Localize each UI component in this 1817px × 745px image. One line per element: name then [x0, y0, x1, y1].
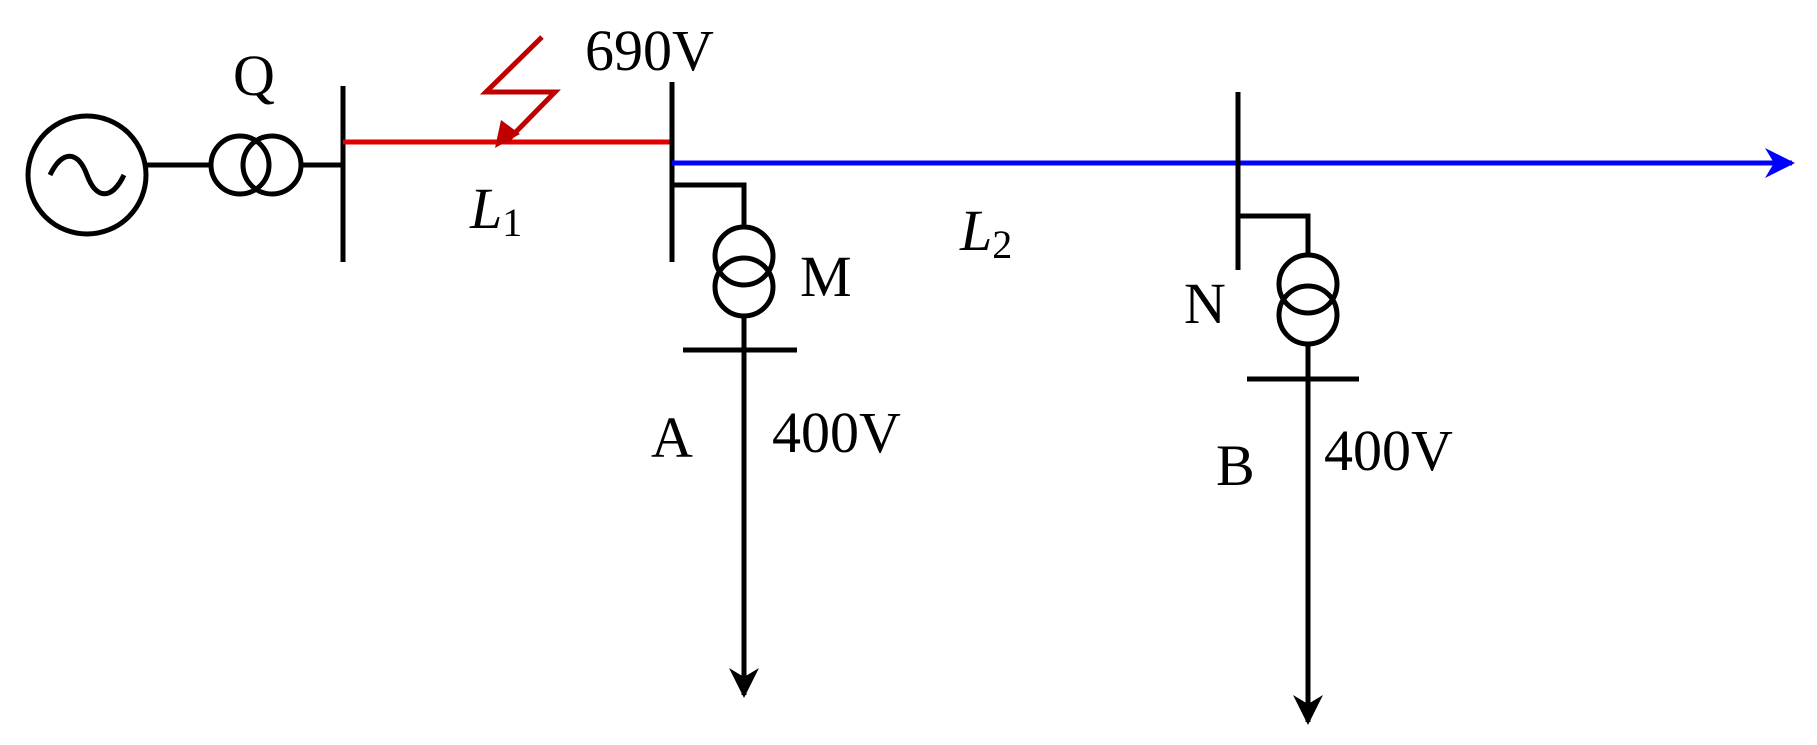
branch-n-connection — [1238, 213, 1311, 253]
bus-b-voltage-label: 400V — [1324, 418, 1453, 483]
transformer-m-label: M — [800, 244, 852, 309]
transformer-m-icon — [712, 224, 776, 319]
transformer-n-icon — [1276, 252, 1340, 347]
transformer-q-icon — [208, 133, 304, 197]
line-l1-label: L1 — [469, 176, 522, 245]
branch-m-connection — [672, 182, 747, 225]
bus-b-label: B — [1216, 433, 1255, 498]
bus-voltage-690-label: 690V — [585, 18, 714, 83]
transformer-n-label: N — [1184, 271, 1226, 336]
ac-generator-icon — [25, 113, 149, 237]
lightning-fault-icon — [479, 35, 561, 148]
transformer-q-label: Q — [233, 43, 275, 108]
bus-a-voltage-label: 400V — [772, 400, 901, 465]
line-l2-label: L2 — [959, 198, 1012, 267]
bus-a-label: A — [651, 405, 693, 470]
